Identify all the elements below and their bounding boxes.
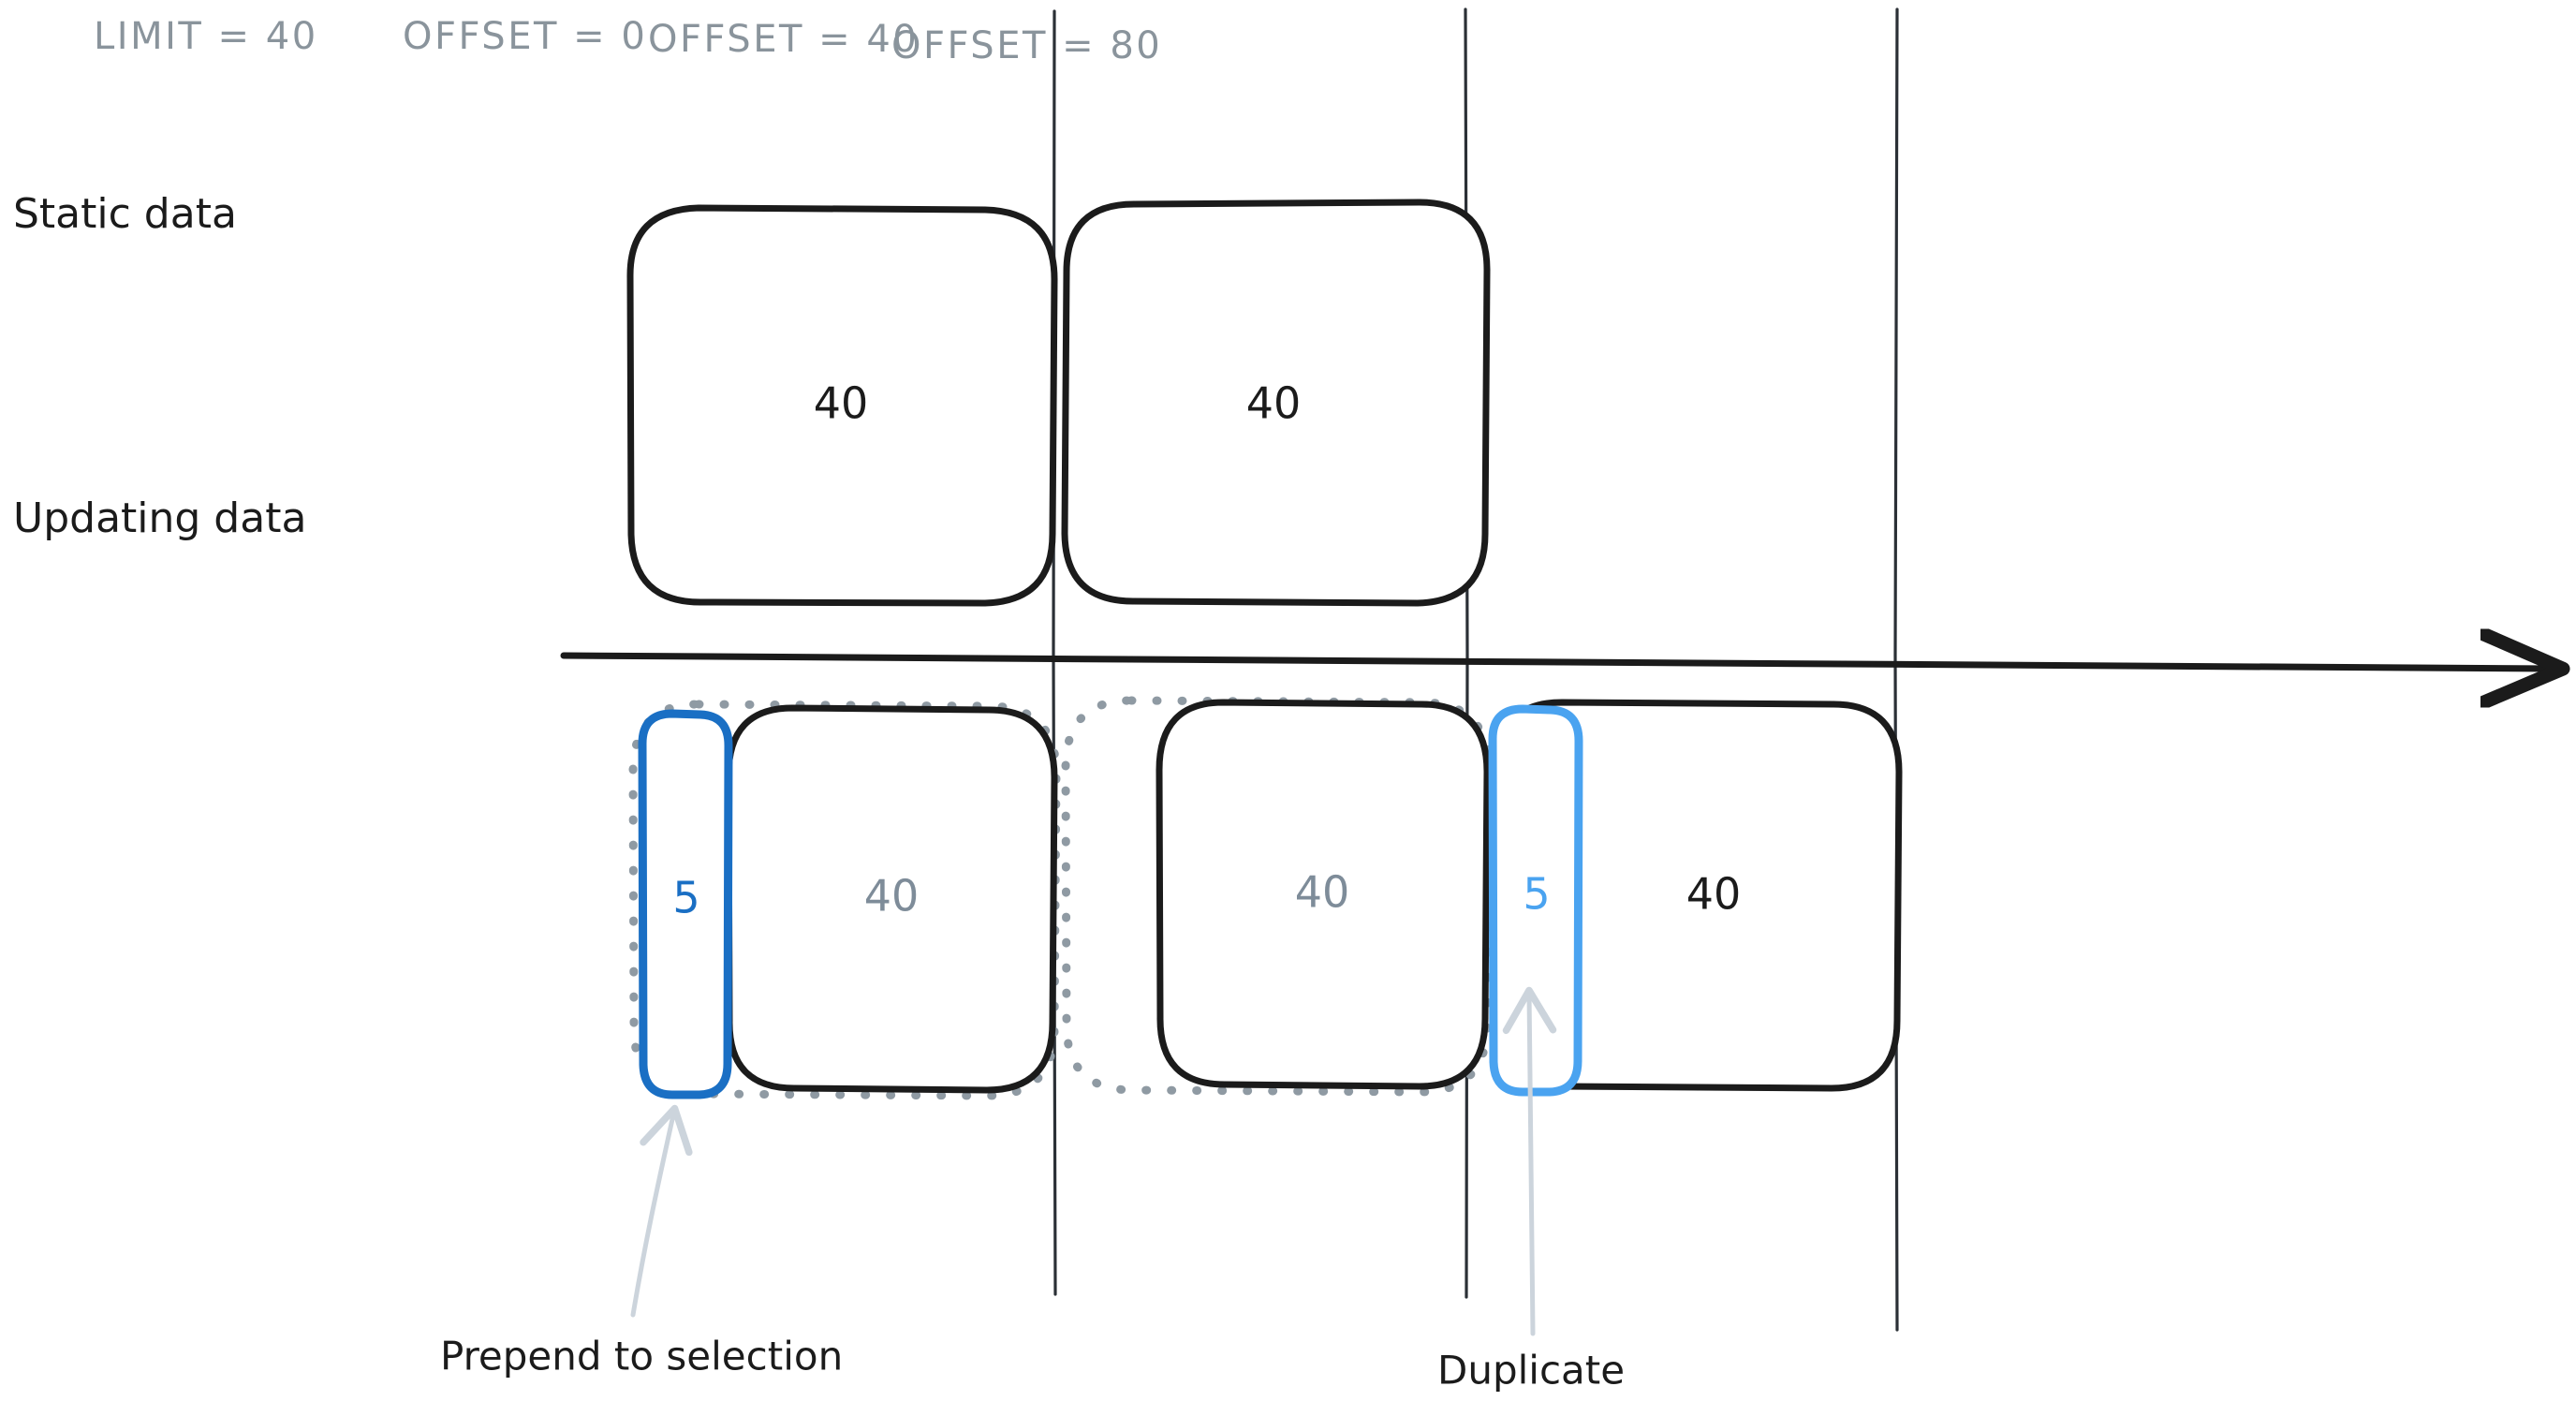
prepended-rows-badge[interactable]: 5 (638, 709, 733, 1099)
timeline-axis (560, 656, 2553, 669)
static-page-2[interactable]: 40 (1061, 199, 1491, 607)
prepended-rows-outline (638, 709, 733, 1099)
updating-page-2[interactable]: 40 (1156, 699, 1491, 1090)
header-offset-40: OFFSET = 40 (648, 18, 919, 61)
annotations: Prepend to selection Duplicate (440, 986, 1625, 1394)
static-page-1[interactable]: 40 (626, 204, 1058, 607)
prepend-annotation: Prepend to selection (440, 1104, 843, 1379)
row-label-updating-data: Updating data (13, 494, 306, 542)
row-label-static-data: Static data (13, 190, 237, 238)
updating-page-2-outline (1156, 699, 1491, 1090)
static-page-2-label: 40 (1246, 378, 1302, 429)
duplicate-rows-badge[interactable]: 5 (1488, 704, 1583, 1097)
duplicate-rows-label: 5 (1523, 869, 1550, 920)
duplicate-annotation-label: Duplicate (1437, 1348, 1625, 1394)
prepend-annotation-pointer (630, 1104, 693, 1318)
ghost-selection-outlines (628, 696, 1494, 1100)
static-page-2-outline (1061, 199, 1491, 607)
ghost-page-1 (628, 700, 1061, 1100)
timeline-arrow (560, 656, 2553, 669)
updating-page-1-label: 40 (864, 871, 920, 922)
header-limit: LIMIT = 40 (94, 15, 318, 58)
static-page-1-outline (626, 204, 1058, 607)
updating-page-1[interactable]: 40 (725, 704, 1058, 1094)
column-headers: LIMIT = 40 OFFSET = 0 OFFSET = 40 OFFSET… (94, 15, 1162, 67)
updating-page-2-label: 40 (1295, 867, 1350, 918)
divider-2 (1464, 7, 1469, 1299)
updating-data-row: 40 40 40 5 5 (628, 696, 1903, 1100)
row-labels: Static data Updating data (13, 190, 306, 542)
divider-1 (1052, 9, 1057, 1296)
static-data-row: 40 40 (626, 199, 1491, 607)
divider-3 (1893, 7, 1899, 1332)
duplicate-annotation: Duplicate (1437, 986, 1625, 1394)
duplicate-annotation-pointer (1502, 986, 1557, 1336)
updating-page-3-label: 40 (1686, 869, 1742, 920)
header-offset-80: OFFSET = 80 (891, 24, 1162, 67)
ghost-page-2 (1061, 696, 1494, 1097)
header-offset-0: OFFSET = 0 (403, 15, 647, 58)
updating-page-3[interactable]: 40 (1493, 699, 1903, 1092)
prepended-rows-label: 5 (672, 873, 699, 923)
prepend-annotation-label: Prepend to selection (440, 1334, 843, 1379)
static-page-1-label: 40 (814, 378, 869, 429)
